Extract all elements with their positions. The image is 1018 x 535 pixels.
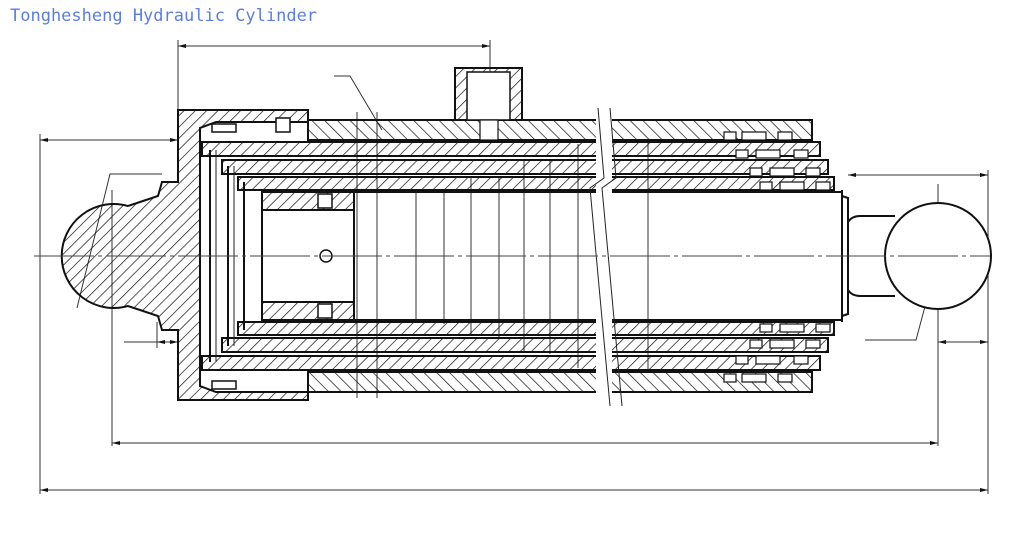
seal-grooves	[723, 131, 831, 383]
stage-3-tube	[237, 176, 835, 336]
break-lines	[589, 107, 623, 407]
oil-port	[454, 67, 523, 141]
stage-2-tube	[221, 159, 829, 353]
page-title: Tonghesheng Hydraulic Cylinder	[10, 6, 318, 26]
outer-barrel	[211, 117, 813, 393]
stage-1-tube	[201, 141, 821, 371]
left-end-cap	[60, 109, 309, 401]
